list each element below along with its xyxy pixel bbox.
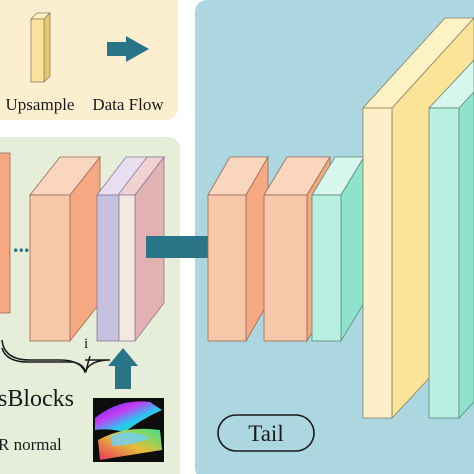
data-flow-label: Data Flow bbox=[92, 95, 164, 114]
resblocks-brace-right bbox=[85, 355, 91, 373]
data-flow-arrow-icon bbox=[107, 36, 149, 62]
normal-input-arrow bbox=[108, 348, 138, 389]
resblock-partial-left bbox=[0, 152, 11, 314]
resblock-feature-fusion bbox=[96, 155, 165, 343]
tail-block-3 bbox=[311, 155, 365, 343]
tail-label-box bbox=[217, 414, 315, 452]
resblock-orange bbox=[29, 155, 101, 343]
tail-label: Tail bbox=[248, 421, 283, 446]
normal-input-label: R normal bbox=[0, 435, 62, 454]
normal-map-image bbox=[93, 398, 164, 462]
upsample-label: Upsample bbox=[6, 95, 75, 114]
upsample-legend-icon bbox=[30, 12, 51, 83]
resblocks-label: sBlocks bbox=[0, 386, 74, 412]
index-mark: i bbox=[84, 336, 88, 352]
resblocks-brace-left bbox=[1, 347, 87, 373]
tail-final-block bbox=[428, 59, 474, 420]
panel-connector-arrow bbox=[146, 236, 208, 258]
ellipsis: .... bbox=[13, 232, 35, 257]
tail-block-1 bbox=[207, 155, 269, 343]
